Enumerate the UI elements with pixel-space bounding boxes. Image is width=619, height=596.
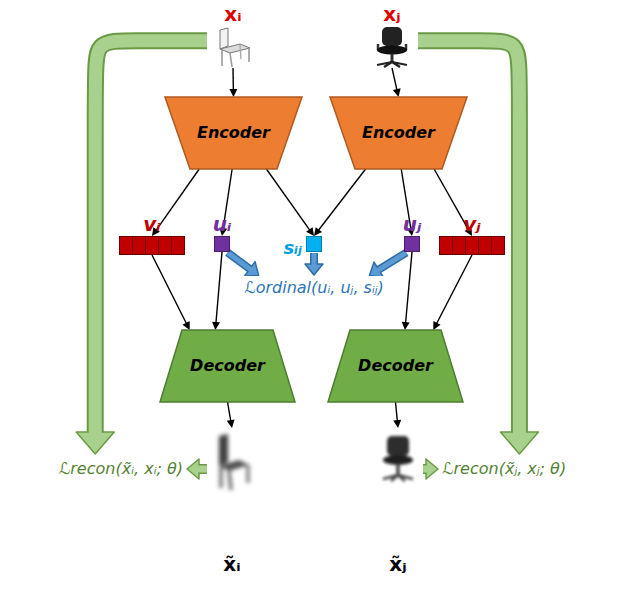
arrow-shaft <box>156 169 199 230</box>
arrow-head <box>229 89 237 97</box>
arrow-shaft <box>406 252 412 323</box>
arrow-shaft <box>266 169 310 230</box>
arrow-shaft <box>228 402 231 421</box>
arrow-shaft <box>423 466 429 473</box>
vector-bar <box>439 236 505 255</box>
similarity-scalar: sᵢⱼ <box>283 236 322 260</box>
blurred-chair-image <box>209 428 255 494</box>
latent-vector: vᵢ <box>119 212 185 255</box>
node-label: Encoder <box>362 121 435 145</box>
node-label: xᵢ <box>224 2 241 26</box>
node-label: Encoder <box>197 121 270 145</box>
arrow-shaft <box>196 466 207 473</box>
trapezoid-outline <box>328 330 463 402</box>
trapezoid-outline <box>330 97 467 169</box>
node-label: uⱼ <box>403 212 422 236</box>
blurred-office-chair-image <box>375 428 421 494</box>
data-flow-arrow <box>393 402 401 428</box>
arrow-shaft <box>311 253 316 267</box>
trapezoid-outline <box>160 330 295 402</box>
vector-bar <box>119 236 185 255</box>
arrow-shaft <box>396 402 398 421</box>
node-label: Decoder <box>190 354 265 378</box>
vector-cell <box>146 237 159 255</box>
ordinal-loss: ℒordinal(uᵢ, uⱼ, sᵢⱼ) <box>242 276 386 300</box>
data-flow-arrow <box>392 68 401 97</box>
node-label: ℒrecon(x̃ᵢ, xᵢ; θ) <box>57 457 185 481</box>
input-image: xⱼ <box>369 2 415 68</box>
vector-cell <box>172 237 185 255</box>
loss-input-arrow <box>228 253 259 277</box>
vector-cell <box>492 237 505 255</box>
encoder-trapezoid: Encoder <box>165 97 302 169</box>
decoder-trapezoid: Decoder <box>328 330 463 402</box>
vector-cell <box>466 237 479 255</box>
arrow-shaft <box>437 255 472 324</box>
vector-cell <box>479 237 492 255</box>
node-label: uᵢ <box>213 212 232 236</box>
latent-vector: vⱼ <box>439 212 505 255</box>
node-label: x̃ᵢ <box>223 552 240 576</box>
data-flow-arrow <box>402 252 412 330</box>
chair-image <box>210 26 256 68</box>
trapezoid-outline <box>165 97 302 169</box>
arrow-shaft <box>392 68 397 90</box>
node-label: ℒordinal(uᵢ, uⱼ, sᵢⱼ) <box>242 276 386 300</box>
arrow-head <box>500 432 538 454</box>
arrow-shaft <box>232 68 234 90</box>
arrow-shaft <box>228 253 253 271</box>
arrow-shaft <box>376 253 406 272</box>
data-flow-arrow <box>266 169 314 236</box>
data-flow-arrow <box>212 252 222 330</box>
loss-arrow <box>187 459 207 479</box>
vector-cell <box>133 237 146 255</box>
arrow-head <box>306 227 314 236</box>
reconstruction-loss: ℒrecon(x̃ᵢ, xᵢ; θ) <box>57 457 185 481</box>
latent-scalar: uᵢ <box>213 212 232 252</box>
encoder-trapezoid: Encoder <box>330 97 467 169</box>
data-flow-arrow <box>229 68 237 97</box>
arrow-head <box>314 227 322 236</box>
vector-cell <box>453 237 466 255</box>
reconstruction-loss: ℒrecon(x̃ⱼ, xⱼ; θ) <box>440 457 568 481</box>
office-chair-image <box>369 26 415 68</box>
loss-input-arrow <box>369 253 406 278</box>
scalar-square <box>306 236 322 252</box>
arrow-shaft <box>318 169 365 230</box>
node-label: sᵢⱼ <box>283 236 302 260</box>
node-label: xⱼ <box>383 2 400 26</box>
reconstructed-image: x̃ᵢ <box>209 428 255 576</box>
reconstructed-image: x̃ⱼ <box>375 428 421 576</box>
vector-cell <box>159 237 172 255</box>
data-flow-arrow <box>314 169 366 236</box>
latent-scalar: uⱼ <box>403 212 422 252</box>
vector-cell <box>440 237 453 255</box>
input-image: xᵢ <box>210 2 256 68</box>
decoder-trapezoid: Decoder <box>160 330 295 402</box>
data-flow-arrow <box>433 255 472 330</box>
node-label: Decoder <box>358 354 433 378</box>
arrow-shaft <box>216 252 222 323</box>
loss-input-arrow <box>305 253 323 275</box>
node-label: x̃ⱼ <box>389 552 406 576</box>
arrow-shaft <box>152 255 187 324</box>
scalar-square <box>214 236 230 252</box>
vector-cell <box>120 237 133 255</box>
node-label: vᵢ <box>143 212 160 236</box>
loss-arrow <box>423 459 438 479</box>
arrow-head <box>76 432 114 454</box>
data-flow-arrow <box>227 402 235 428</box>
data-flow-arrow <box>152 255 190 330</box>
scalar-square <box>404 236 420 252</box>
node-label: vⱼ <box>463 212 480 236</box>
node-label: ℒrecon(x̃ⱼ, xⱼ; θ) <box>440 457 568 481</box>
